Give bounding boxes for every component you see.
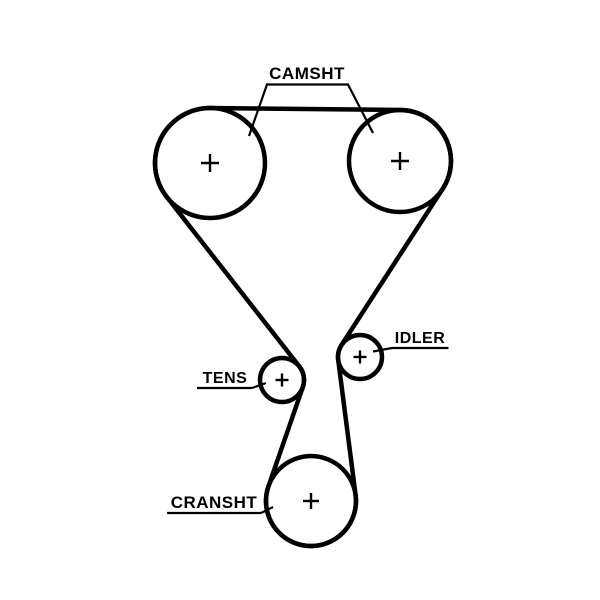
camshaft-left-center-cross [201,154,219,172]
idler-leader [372,346,393,353]
tensioner-leader [251,381,267,390]
camshaft-label: CAMSHT [269,64,345,83]
timing-belt-path [152,105,454,549]
idler-center-cross [353,350,367,364]
crankshaft-label: CRANSHT [171,493,258,512]
camshaft-leader-right [347,83,374,134]
idler-label: IDLER [395,330,446,347]
crankshaft-leader [260,506,274,514]
crankshaft-center-cross [303,493,319,509]
tensioner-center-cross [275,373,289,387]
tensioner-label: TENS [203,370,248,387]
camshaft-right-center-cross [391,152,409,170]
camshaft-leader-left [247,84,269,137]
